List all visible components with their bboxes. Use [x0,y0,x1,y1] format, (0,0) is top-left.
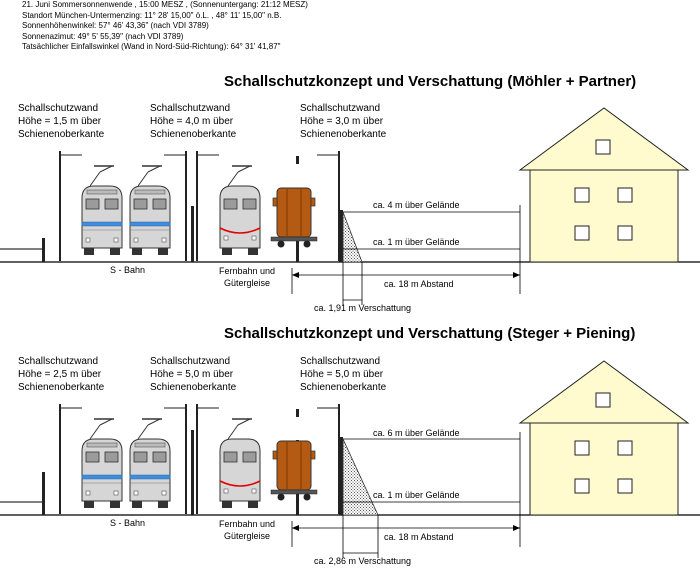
shadow-area [342,211,363,263]
catenary-mast [316,150,340,262]
wall-label-line: Höhe = 2,5 m über [18,369,102,380]
wall-label-line: Schienenoberkante [150,129,237,140]
wall-label-line: Schienenoberkante [150,382,237,393]
main-noise-wall [339,210,343,262]
info-line-date: 21. Juni Sommersonnenwende , 15:00 MESZ … [22,0,308,9]
fernbahn-line: Fernbahn und [219,519,276,529]
diagram-1-shadow: ca. 1,91 m Verschattung [314,303,412,313]
arrow-head [292,525,299,531]
noise-wall-1 [42,472,45,515]
sbahn-train [129,418,171,509]
info-line-azimuth: Sonnenazimut: 49° 5' 55,39" (nach VDI 37… [22,31,184,41]
info-line-elevation: Sonnenhöhenwinkel: 57° 46' 43,36" (nach … [22,21,209,30]
diagram-2-fernbahn-label: Fernbahn und Gütergleise [219,518,275,542]
wall-label-line: Schallschutzwand [150,356,231,367]
freight-wagon [270,440,318,501]
diagram-1-title: Schallschutzkonzept und Verschattung (Mö… [224,73,637,90]
wall-label-line: Höhe = 5,0 m über [300,369,384,380]
diagram-2-sbahn-label: S - Bahn [110,518,146,528]
fernbahn-train [219,165,261,256]
freight-wagon [270,187,318,248]
fernbahn-line: Fernbahn und [219,266,276,276]
wall-label-line: Schallschutzwand [300,103,381,114]
wall-label-line: Höhe = 3,0 m über [300,116,384,127]
sun-info: 21. Juni Sommersonnenwende , 15:00 MESZ … [22,0,308,53]
wall-label-line: Schienenoberkante [300,129,387,140]
diagram-1-fernbahn-label: Fernbahn und Gütergleise [219,265,275,289]
wall-label-line: Höhe = 5,0 m über [150,369,234,380]
diagram-2-height-low: ca. 1 m über Gelände [373,490,460,500]
diagram-2-wall-2-label: Schallschutzwand Höhe = 5,0 m über Schie… [150,355,236,394]
noise-wall-3 [296,226,299,262]
catenary-mast [59,150,83,262]
house [519,107,689,263]
wall-label-line: Schienenoberkante [18,382,105,393]
diagram-2-distance: ca. 18 m Abstand [384,532,454,542]
diagram-2-height-top: ca. 6 m über Gelände [373,428,460,438]
diagram-1-height-top: ca. 4 m über Gelände [373,200,460,210]
house [519,360,689,516]
fernbahn-line: Gütergleise [224,278,271,288]
diagram-1-wall-2-label: Schallschutzwand Höhe = 4,0 m über Schie… [150,102,236,141]
diagram-2-scene [0,360,700,558]
catenary-mast [196,150,220,262]
wall-label-line: Schienenoberkante [300,382,387,393]
catenary-mast [59,403,83,515]
main-noise-wall [339,437,343,515]
diagram-1-wall-1-label: Schallschutzwand Höhe = 1,5 m über Schie… [18,102,104,141]
diagram-2-wall-1-label: Schallschutzwand Höhe = 2,5 m über Schie… [18,355,104,394]
diagram-1-sbahn-label: S - Bahn [110,265,146,275]
diagram-2-title: Schallschutzkonzept und Verschattung (St… [224,325,636,342]
wall-label-line: Höhe = 4,0 m über [150,116,234,127]
wall-label-line: Schallschutzwand [150,103,231,114]
diagram-1-scene [0,107,700,305]
sbahn-train [129,165,171,256]
noise-wall-3-top [296,409,299,417]
arrow-head [292,272,299,278]
info-line-location: Standort München-Untermenzing: 11° 28' 1… [22,10,282,20]
info-line-incidence: Tatsächlicher Einfallswinkel (Wand in No… [22,42,281,51]
wall-label-line: Höhe = 1,5 m über [18,116,102,127]
catenary-mast [196,403,220,515]
diagram-1-distance: ca. 18 m Abstand [384,279,454,289]
noise-wall-2 [191,206,194,262]
noise-wall-1 [42,238,45,262]
fernbahn-train [219,418,261,509]
wall-label-line: Schallschutzwand [18,356,99,367]
diagram-1-height-low: ca. 1 m über Gelände [373,237,460,247]
sbahn-train [81,418,123,509]
fernbahn-line: Gütergleise [224,531,271,541]
diagram-2-wall-3-label: Schallschutzwand Höhe = 5,0 m über Schie… [300,355,386,394]
noise-wall-3-top [296,156,299,164]
shadow-area [342,438,379,516]
wall-label-line: Schallschutzwand [18,103,99,114]
diagram-1-wall-3-label: Schallschutzwand Höhe = 3,0 m über Schie… [300,102,386,141]
catenary-mast [316,403,340,515]
sbahn-train [81,165,123,256]
diagram-2-shadow: ca. 2,86 m Verschattung [314,556,412,566]
noise-wall-2 [191,430,194,515]
arrow-head [513,525,520,531]
arrow-head [513,272,520,278]
wall-label-line: Schallschutzwand [300,356,381,367]
wall-label-line: Schienenoberkante [18,129,105,140]
